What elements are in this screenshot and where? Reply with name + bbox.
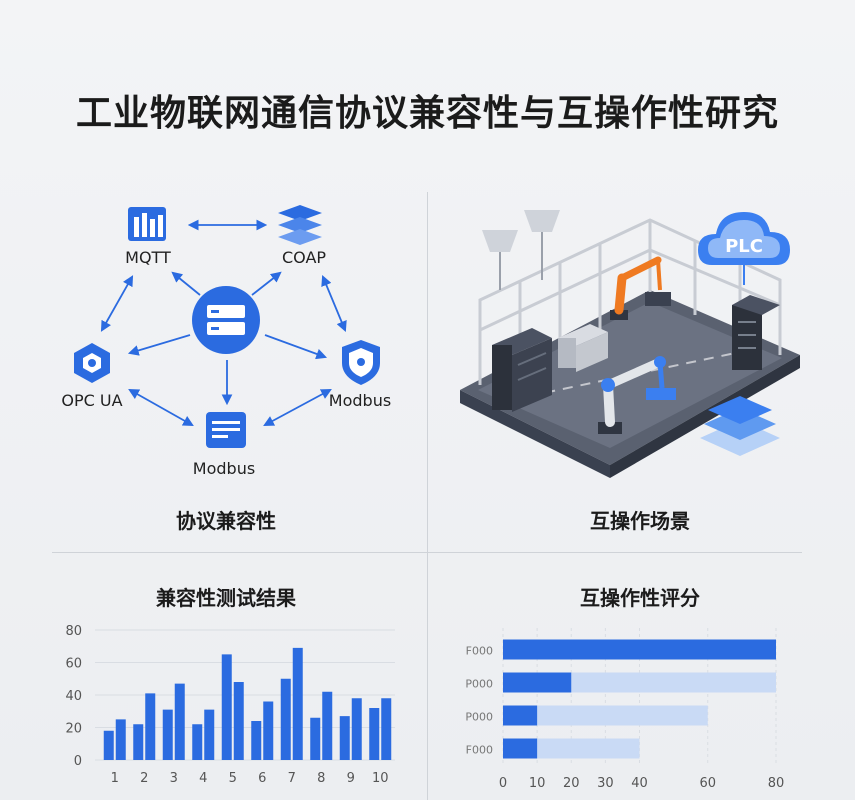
link-hub-coap [251, 271, 282, 296]
bar-8-s1 [310, 717, 321, 760]
protocol-network-diagram [74, 205, 380, 448]
y-tick-label: P000 [465, 678, 493, 691]
x-tick-label: 5 [229, 771, 237, 786]
x-tick-label: 7 [288, 771, 296, 786]
mqtt-icon [128, 207, 166, 241]
workpiece [645, 292, 671, 306]
horizontal-divider [52, 552, 802, 553]
bar-value-1 [503, 639, 776, 660]
y-tick-label: 60 [65, 657, 82, 672]
bar-value-3 [503, 705, 538, 726]
y-tick-label: 40 [65, 689, 82, 704]
robot-arm-orange [610, 256, 662, 320]
link-modbus-modbus [263, 388, 332, 427]
x-tick-label: 6 [258, 771, 266, 786]
label-modbus-bottom: Modbus [192, 459, 256, 478]
data-layers-icon [700, 396, 780, 456]
x-tick-label: 1 [111, 771, 119, 786]
link-hub-mqtt [171, 271, 201, 296]
link-coap-modbus [321, 275, 347, 332]
bar-9-s1 [339, 716, 350, 760]
link-hub-opcua [127, 334, 191, 356]
vertical-divider [427, 192, 428, 800]
bar-9-s2 [351, 698, 362, 760]
bar-7-s1 [280, 678, 291, 760]
x-tick-label: 4 [199, 771, 207, 786]
score-chart-title: 互操作性评分 [580, 586, 700, 610]
y-tick-label: P000 [465, 711, 493, 724]
x-tick-label: 40 [631, 776, 648, 791]
bar-7-s2 [292, 647, 303, 760]
x-tick-label: 8 [317, 771, 325, 786]
label-modbus-right: Modbus [328, 391, 392, 410]
label-protocol-compat: 协议兼容性 [176, 509, 276, 533]
y-tick-label: F000 [466, 645, 493, 658]
x-tick-label: 0 [499, 776, 507, 791]
link-hub-modbus [264, 334, 328, 360]
x-tick-label: 60 [699, 776, 716, 791]
x-tick-label: 10 [529, 776, 546, 791]
y-tick-label: 0 [74, 754, 82, 769]
x-tick-label: 20 [563, 776, 580, 791]
robot-arm-blue [598, 356, 666, 434]
bar-5-s1 [221, 654, 232, 760]
cloud-plc-icon: PLC [698, 212, 790, 285]
spotlight-icons [482, 210, 560, 290]
hub-server-icon [207, 305, 245, 335]
y-tick-label: 80 [65, 624, 82, 639]
coap-icon [278, 205, 322, 245]
conveyor-block [646, 388, 676, 400]
label-mqtt: MQTT [125, 248, 171, 267]
bar-10-s2 [381, 698, 392, 760]
label-opcua: OPC UA [61, 391, 123, 410]
label-interop-scene: 互操作场景 [590, 509, 690, 533]
link-mqtt-opcua [100, 275, 134, 332]
bar-1-s2 [115, 719, 126, 760]
bar-2-s1 [133, 724, 144, 760]
opcua-icon [74, 343, 110, 383]
y-tick-label: F000 [466, 744, 493, 757]
y-tick-label: 20 [65, 722, 82, 737]
bar-5-s2 [233, 682, 244, 760]
x-tick-label: 3 [170, 771, 178, 786]
control-panel [558, 324, 608, 372]
server-rack-left [492, 328, 552, 412]
bar-10-s1 [369, 708, 380, 760]
bar-2-s2 [145, 693, 156, 760]
cloud-label: PLC [725, 236, 763, 257]
bar-value-4 [503, 738, 538, 759]
hub-node [192, 286, 260, 354]
factory-scene: PLC [460, 210, 800, 478]
x-tick-label: 30 [597, 776, 614, 791]
bar-3-s1 [162, 709, 173, 760]
modbus-shield-icon [342, 340, 380, 385]
bar-8-s2 [322, 691, 333, 760]
server-rack-right [732, 295, 780, 370]
label-coap: COAP [281, 248, 327, 267]
bar-4-s1 [192, 724, 203, 760]
link-opcua-modbus [128, 388, 194, 427]
bar-track-3 [503, 705, 708, 726]
x-tick-label: 9 [347, 771, 355, 786]
bar-value-2 [503, 672, 572, 693]
bar-6-s1 [251, 721, 262, 760]
bar-4-s2 [204, 709, 215, 760]
bar-6-s2 [263, 701, 274, 760]
fence [478, 218, 782, 385]
page-title: 工业物联网通信协议兼容性与互操作性研究 [75, 93, 779, 134]
modbus-device-icon [206, 412, 246, 448]
x-tick-label: 2 [140, 771, 148, 786]
x-tick-label: 10 [372, 771, 389, 786]
bar-3-s2 [174, 683, 185, 760]
test-chart-title: 兼容性测试结果 [156, 586, 296, 610]
compat-test-chart: 0 20 40 60 80 1 2 3 4 5 6 7 8 9 10 [65, 624, 395, 786]
x-tick-label: 80 [768, 776, 785, 791]
bar-1-s1 [103, 730, 114, 760]
